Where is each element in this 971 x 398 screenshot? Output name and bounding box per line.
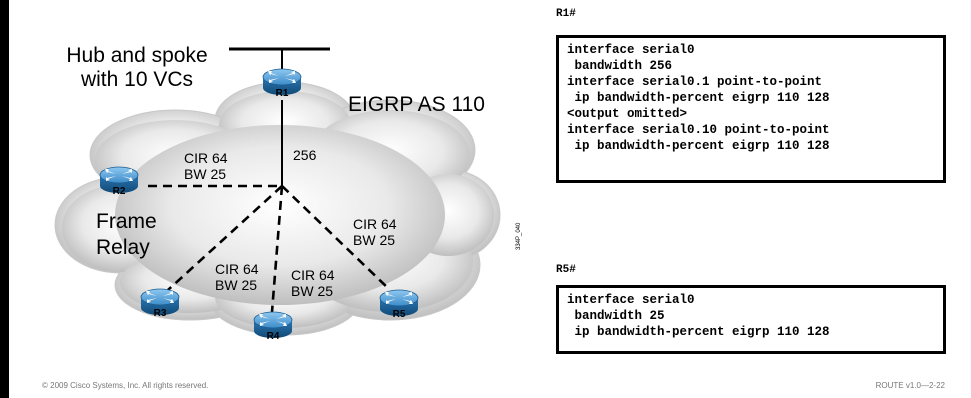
router-r1-label: R1 [276,88,289,99]
r4-bw-label: BW 25 [291,283,333,299]
r5-prompt: R5# [556,264,576,276]
link-r4-dashed [270,185,284,313]
config-line: bandwidth 256 [567,59,673,73]
router-r4[interactable]: R4 [253,311,293,342]
r1-prompt: R1# [556,8,576,20]
router-r4-label: R4 [267,331,280,342]
r5-cir-label: CIR 64 [353,216,397,232]
config-line: interface serial0 [567,293,695,307]
hub-spoke-title-line2: with 10 VCs [80,68,193,91]
eigrp-as-label: EIGRP AS 110 [348,93,485,116]
config-line: interface serial0.10 point-to-point [567,123,830,137]
config-line: bandwidth 25 [567,309,665,323]
r5-bw-label: BW 25 [353,232,395,248]
r2-bw-label: BW 25 [184,166,226,182]
router-r3-label: R3 [154,308,167,319]
slide-id-footer: ROUTE v1.0—2-22 [875,381,945,390]
config-line: ip bandwidth-percent eigrp 110 128 [567,325,830,339]
cloud-label-line2: Relay [96,236,150,259]
link-r3-dashed [167,185,283,291]
r3-cir-label: CIR 64 [215,261,259,277]
router-r1[interactable]: R1 [262,68,302,99]
copyright-footer: © 2009 Cisco Systems, Inc. All rights re… [42,381,209,390]
cloud-label-line1: Frame [96,210,157,233]
hub-spoke-title-line1: Hub and spoke [66,44,207,67]
config-line: ip bandwidth-percent eigrp 110 128 [567,139,830,153]
config-line: <output omitted> [567,107,688,121]
r5-config-block: interface serial0 bandwidth 25 ip bandwi… [556,285,946,354]
router-r2-label: R2 [113,186,126,197]
figure-id: 334P_040 [516,222,522,250]
r2-cir-label: CIR 64 [184,150,228,166]
network-diagram: R1 R2 R3 R4 R5 Hub and spoke with 10 VCs… [54,44,522,342]
frame-relay-cloud [54,81,501,336]
config-line: interface serial0.1 point-to-point [567,75,823,89]
router-r5-label: R5 [393,309,406,320]
link-r5-dashed [281,185,391,291]
router-r3[interactable]: R3 [140,288,180,319]
router-r5[interactable]: R5 [379,289,419,320]
left-border [0,0,9,398]
r1-config-block: interface serial0 bandwidth 256 interface… [556,35,946,183]
r1-bandwidth-label: 256 [293,147,317,163]
router-r2[interactable]: R2 [99,166,139,197]
r3-bw-label: BW 25 [215,277,257,293]
config-line: interface serial0 [567,43,695,57]
r4-cir-label: CIR 64 [291,267,335,283]
config-line: ip bandwidth-percent eigrp 110 128 [567,91,830,105]
